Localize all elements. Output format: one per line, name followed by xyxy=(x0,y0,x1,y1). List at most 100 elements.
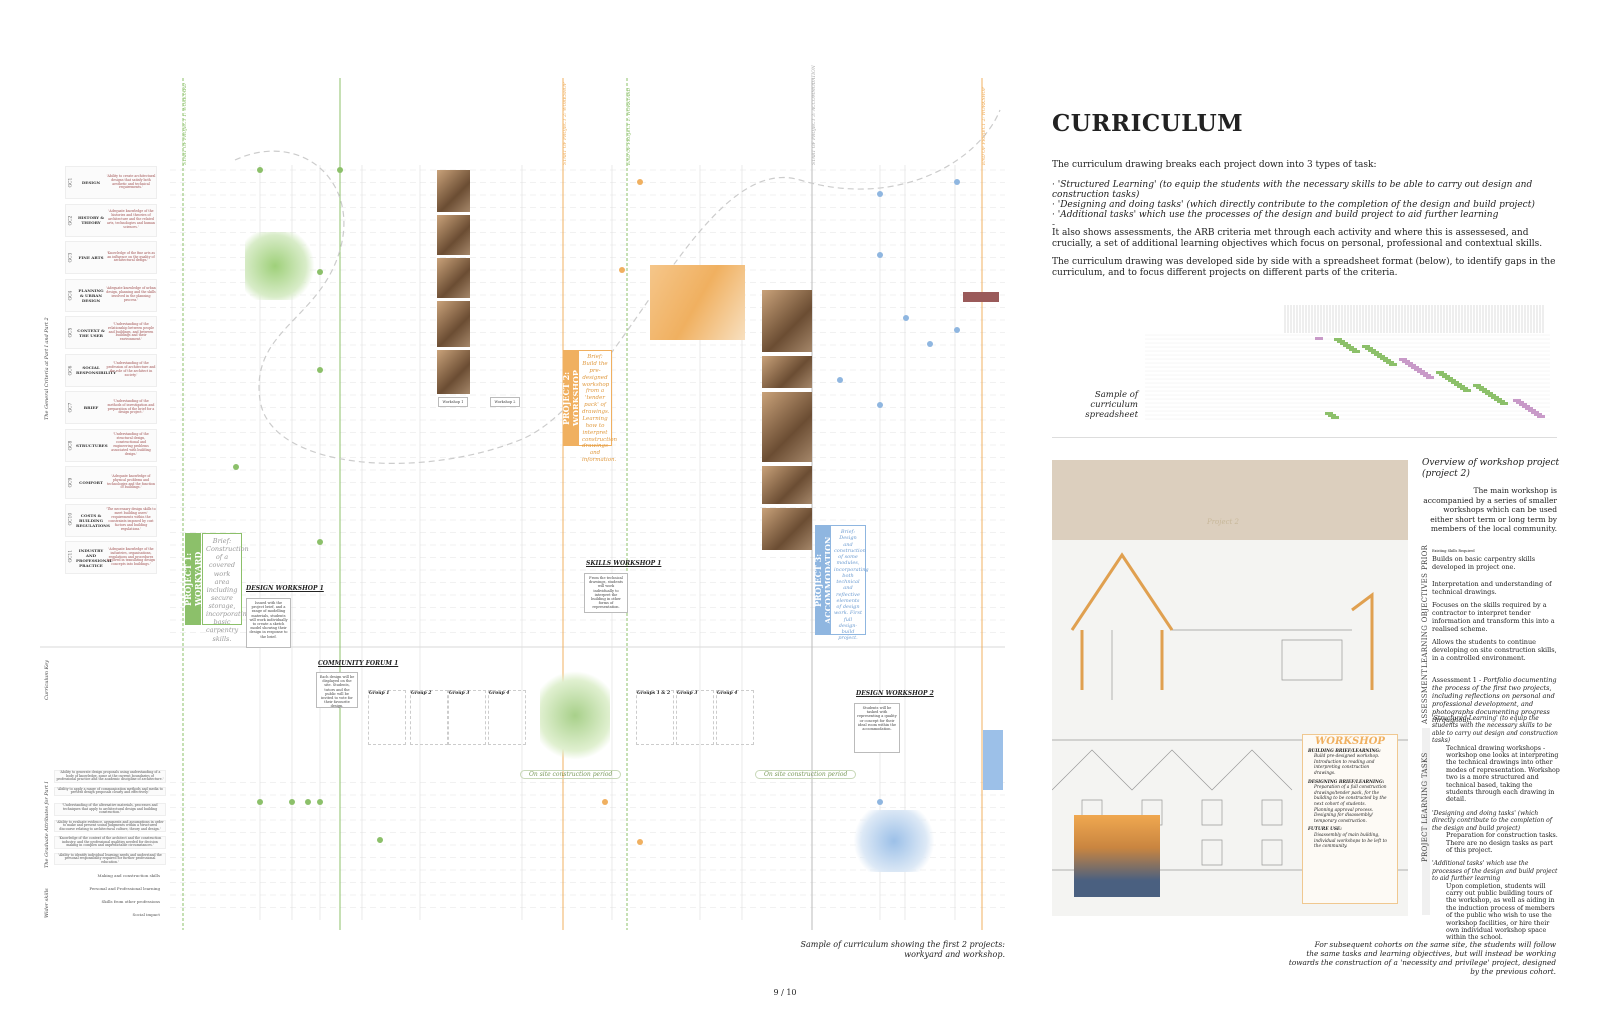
sheet-cell xyxy=(1519,403,1527,406)
sheet-cell xyxy=(1457,385,1465,388)
criterion-code: GC5 xyxy=(68,327,74,338)
sheet-cell xyxy=(1414,368,1422,371)
sheet-cell xyxy=(1337,340,1345,343)
workshop-2-text: Students will be tasked with representin… xyxy=(854,703,900,753)
sheet-cell xyxy=(1445,377,1453,380)
criterion-desc: 'Adequate knowledge of physical problems… xyxy=(106,473,156,490)
group-label: Group 4 xyxy=(716,690,754,745)
task-heading: 'Structured Learning' (to equip the stud… xyxy=(1432,715,1558,745)
page-number: 9 / 10 xyxy=(773,988,797,997)
card-item: Designing for disassembly/ temporary con… xyxy=(1314,813,1373,824)
prior-text: Builds on basic carpentry skills develop… xyxy=(1432,555,1536,571)
project-2-brief: Brief: Build the pre-designed workshop f… xyxy=(578,350,617,463)
criterion-code: GC6 xyxy=(68,365,74,375)
criterion-desc: 'Knowledge of the fine arts as an influe… xyxy=(106,250,156,263)
photo-frame xyxy=(762,356,812,388)
assessment-lead: Assessment 1 - xyxy=(1432,676,1484,684)
workshop-tag-2: Workshop 2 xyxy=(490,397,520,408)
sheet-cell xyxy=(1528,409,1536,412)
prior-small: Existing Skills Required xyxy=(1432,549,1475,553)
sheet-cell xyxy=(1534,413,1542,416)
wider-skill: Personal and Professional learning xyxy=(89,886,160,891)
sheet-cell xyxy=(1315,337,1323,340)
onsite-period-1: On site construction period xyxy=(520,770,622,779)
task-heading: 'Designing and doing tasks' (which direc… xyxy=(1432,809,1552,832)
objective-item: Focuses on the skills required by a cont… xyxy=(1432,601,1555,633)
dash: - xyxy=(1052,220,1056,230)
graduate-attribute: 'Ability to apply a range of communicati… xyxy=(54,786,166,796)
project-2-label: PROJECT 2: WORKSHOP xyxy=(561,350,581,446)
left-caption-line: workyard and workshop. xyxy=(904,950,1005,959)
sheet-cell xyxy=(1417,370,1425,373)
criteria-title: The General Criteria at Part I and Part … xyxy=(44,317,50,420)
sheet-cell xyxy=(1500,402,1508,405)
objective-item: Allows the students to continue developi… xyxy=(1432,638,1557,662)
sheet-cell xyxy=(1334,338,1342,341)
criteria-dot xyxy=(602,799,608,805)
sheet-cell xyxy=(1497,400,1505,403)
workshop-card: WORKSHOP BUILDING BRIEF/LEARNING: Build … xyxy=(1302,734,1398,904)
criterion-desc: 'Understanding of the profession of arch… xyxy=(106,361,156,377)
milestone-label: START OF PROJECT 1: WORKYARD xyxy=(183,83,188,165)
workshop-interior-image xyxy=(1074,815,1160,897)
photo-timber xyxy=(437,170,470,212)
criteria-dot xyxy=(233,464,239,470)
key-title: Curriculum Key xyxy=(44,660,50,700)
photo-frame xyxy=(762,392,812,462)
criterion-name: FINE ARTS xyxy=(78,255,104,260)
group-label: Groups 1 & 2 xyxy=(636,690,674,745)
workshop-drawing: Project 2 WORKSHOP BUILDING BRIEF/LEARNI… xyxy=(1052,460,1408,916)
card-item: Disassembly of main building, individual… xyxy=(1314,832,1387,850)
criterion-code: GC11 xyxy=(68,549,74,563)
sheet-cell xyxy=(1377,355,1385,358)
sheet-cell xyxy=(1343,344,1351,347)
criterion-name: CONTEXT & THE USER xyxy=(77,327,105,338)
criteria-dot xyxy=(903,315,909,321)
sheet-cell xyxy=(1340,342,1348,345)
photo-frame xyxy=(762,508,812,550)
card-item: Preparation of a full construction drawi… xyxy=(1314,785,1387,807)
criteria-dot xyxy=(877,252,883,258)
tasks-sidebar xyxy=(1422,728,1430,915)
spreadsheet-sample xyxy=(1145,305,1550,420)
caption-line: the same tasks and learning objectives, … xyxy=(1306,949,1556,958)
sheet-cell xyxy=(1482,390,1490,393)
assessment-paragraph: It also shows assessments, the ARB crite… xyxy=(1052,228,1543,249)
sheet-cell xyxy=(1485,392,1493,395)
sheet-cell xyxy=(1408,364,1416,367)
forum-1-text: Each design will be displayed on the sit… xyxy=(316,672,358,708)
criterion-desc: 'Ability to create architectural designs… xyxy=(106,173,156,190)
left-caption: Sample of curriculum showing the first 2… xyxy=(700,940,1006,960)
criteria-dot xyxy=(837,377,843,383)
criterion-name: BRIEF xyxy=(83,405,99,410)
criteria-dot xyxy=(954,327,960,333)
group-label: Group 1 xyxy=(368,690,406,745)
sheet-cell xyxy=(1325,412,1333,415)
criterion-name: COSTS & BUILDING REGULATIONS xyxy=(76,512,110,528)
sketch-blue xyxy=(983,730,1003,790)
caption-line: For subsequent cohorts on the same site,… xyxy=(1314,940,1556,949)
criterion-code: GC1 xyxy=(68,177,74,188)
sheet-cell xyxy=(1331,416,1339,419)
criterion-name: INDUSTRY AND PROFESSIONAL PRACTICE xyxy=(76,547,113,568)
photo-frame xyxy=(762,466,812,504)
overview-text: The main workshop is accompanied by a se… xyxy=(1423,486,1557,533)
sheet-cell xyxy=(1346,346,1354,349)
criterion-desc: 'The necessary design skills to meet bui… xyxy=(106,507,156,531)
criterion-code: GC10 xyxy=(68,512,74,525)
sheet-cell xyxy=(1516,401,1524,404)
sheet-cell xyxy=(1399,358,1407,361)
milestone-label: START OF PROJECT 2: WORKSHOP xyxy=(563,82,568,165)
design-workshop-2: DESIGN WORKSHOP 2 xyxy=(856,690,934,697)
criterion-name: COMFORT xyxy=(79,480,103,485)
card-heading: BUILDING BRIEF/LEARNING: xyxy=(1308,748,1381,754)
sheet-cell xyxy=(1352,350,1360,353)
card-heading: FUTURE USE: xyxy=(1308,827,1342,833)
criteria-dot xyxy=(637,839,643,845)
criteria-dot xyxy=(317,799,323,805)
wider-title: Wider skills xyxy=(44,888,50,918)
